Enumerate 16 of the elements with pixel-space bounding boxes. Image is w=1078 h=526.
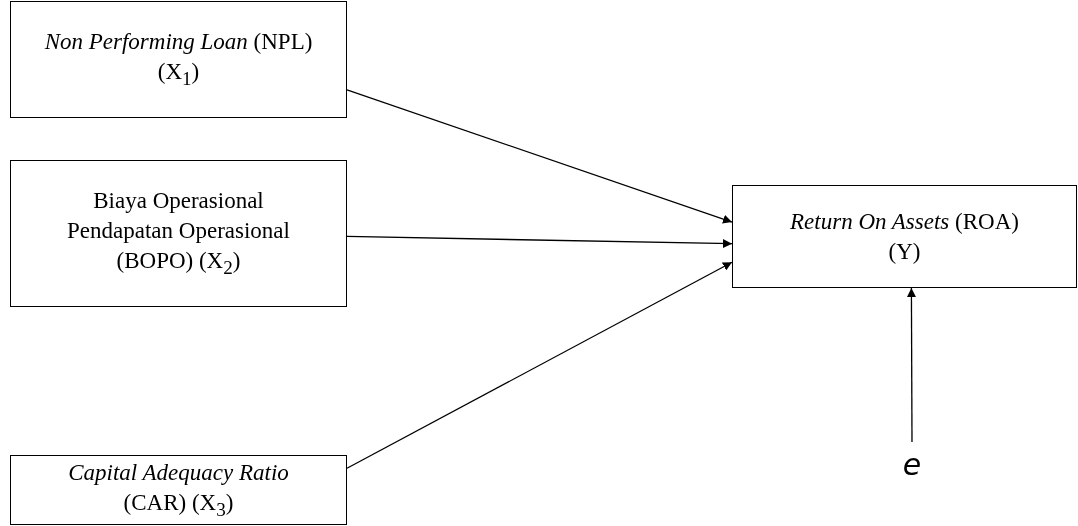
variable-label: (X$_{1}$)	[157, 58, 200, 91]
arrow	[906, 287, 916, 443]
variable-label: (Y)	[888, 237, 921, 266]
error-term-label: e	[902, 445, 922, 484]
arrow	[346, 235, 733, 249]
variable-label: Non Performing Loan (NPL)	[44, 28, 313, 57]
variable-box	[10, 160, 347, 307]
arrow	[346, 89, 733, 224]
variable-label: (CAR) (X$_{3}$)	[123, 488, 234, 522]
variable-box	[10, 455, 347, 525]
variable-box	[10, 1, 347, 118]
variable-label: Return On Assets (ROA)	[790, 207, 1019, 236]
variable-box	[732, 185, 1077, 288]
variable-label: Capital Adequacy Ratio	[68, 458, 289, 487]
arrow	[346, 261, 733, 469]
variable-label: Biaya Operasional Pendapatan Operasional (BOPO) (X$_{2}$)	[66, 187, 291, 280]
